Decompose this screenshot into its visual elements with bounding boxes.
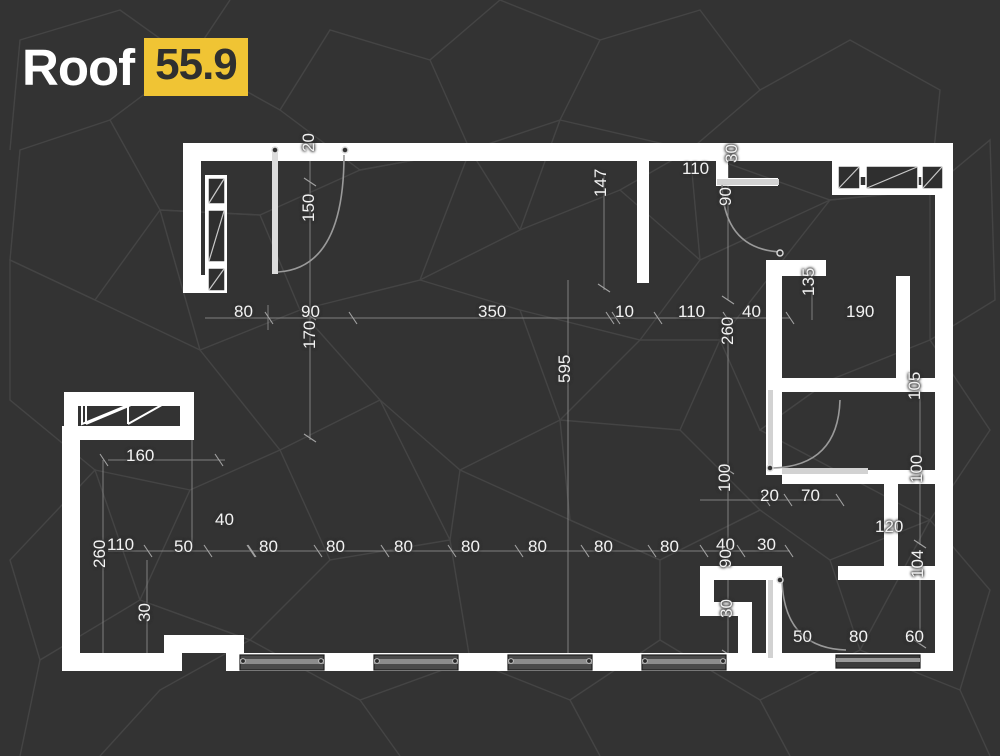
dimension-label-d-150: 150 [299, 193, 318, 222]
dimension-label-d-110-top: 110 [678, 302, 706, 321]
balcony-stair-hatch [81, 395, 177, 426]
dimension-label-d-20-r: 20 [760, 486, 779, 505]
dimension-label-d-50-b: 50 [793, 627, 812, 646]
dimension-label-d-30-br: 30 [717, 599, 736, 618]
door-room-bottom-right [768, 576, 847, 658]
dimension-label-d-70: 70 [801, 486, 820, 505]
dimension-label-d-260-l: 260 [90, 539, 109, 568]
brand-logo: Roof 55.9 [22, 38, 248, 96]
dimension-label-d-30-n: 30 [722, 144, 741, 163]
dimension-label-d-50: 50 [174, 537, 193, 556]
dimension-label-d-80-f: 80 [594, 537, 613, 556]
door-hall-90 [717, 179, 784, 257]
dimension-label-d-40-mid: 40 [215, 510, 234, 529]
dimension-label-d-80-d: 80 [461, 537, 480, 556]
dimension-label-d-80: 80 [234, 302, 253, 321]
dimension-label-d-260-r: 260 [718, 316, 737, 345]
dimension-label-d-110-l: 110 [107, 535, 135, 554]
dimension-label-d-100-r: 100 [715, 463, 734, 492]
dimension-label-d-20: 20 [299, 133, 318, 152]
dimension-label-d-104: 104 [908, 549, 927, 578]
bottom-windows [239, 654, 921, 671]
brand-name: Roof [22, 38, 135, 96]
top-right-niche [837, 165, 944, 190]
dimension-label-d-135: 135 [799, 267, 818, 296]
dimension-label-d-10: 10 [615, 302, 634, 321]
dimension-label-d-120: 120 [875, 517, 904, 536]
dimension-label-d-170: 170 [300, 320, 319, 349]
dimension-label-d-90-top: 90 [301, 302, 320, 321]
dimension-label-d-80-g: 80 [660, 537, 679, 556]
dimension-label-d-60: 60 [905, 627, 924, 646]
dimension-label-d-160: 160 [126, 446, 155, 465]
dimension-label-d-80-a: 80 [259, 537, 278, 556]
dimension-label-d-350: 350 [478, 302, 507, 321]
dimension-label-d-147: 147 [591, 168, 610, 197]
dimension-label-d-110-n: 110 [682, 159, 710, 178]
door-room-105 [766, 390, 868, 474]
dimension-label-d-90-r: 90 [716, 549, 735, 568]
brand-area-badge: 55.9 [144, 38, 248, 96]
dimension-label-d-105: 105 [905, 371, 924, 400]
left-wall-niche [207, 177, 226, 292]
dimension-label-d-30-r: 30 [757, 535, 776, 554]
dimension-label-d-30-l: 30 [135, 603, 154, 622]
dimension-label-d-80-e: 80 [528, 537, 547, 556]
dimension-label-d-190: 190 [846, 302, 875, 321]
dimension-label-d-80-c: 80 [394, 537, 413, 556]
dimension-label-d-80-b: 80 [326, 537, 345, 556]
dimension-label-d-595: 595 [555, 354, 574, 383]
entry-door-top-left [271, 146, 349, 274]
dimension-label-d-90-n: 90 [716, 187, 735, 206]
dimension-label-d-100-far: 100 [907, 454, 926, 483]
dimension-label-d-80-br: 80 [849, 627, 868, 646]
dimension-label-d-40-top: 40 [742, 302, 761, 321]
